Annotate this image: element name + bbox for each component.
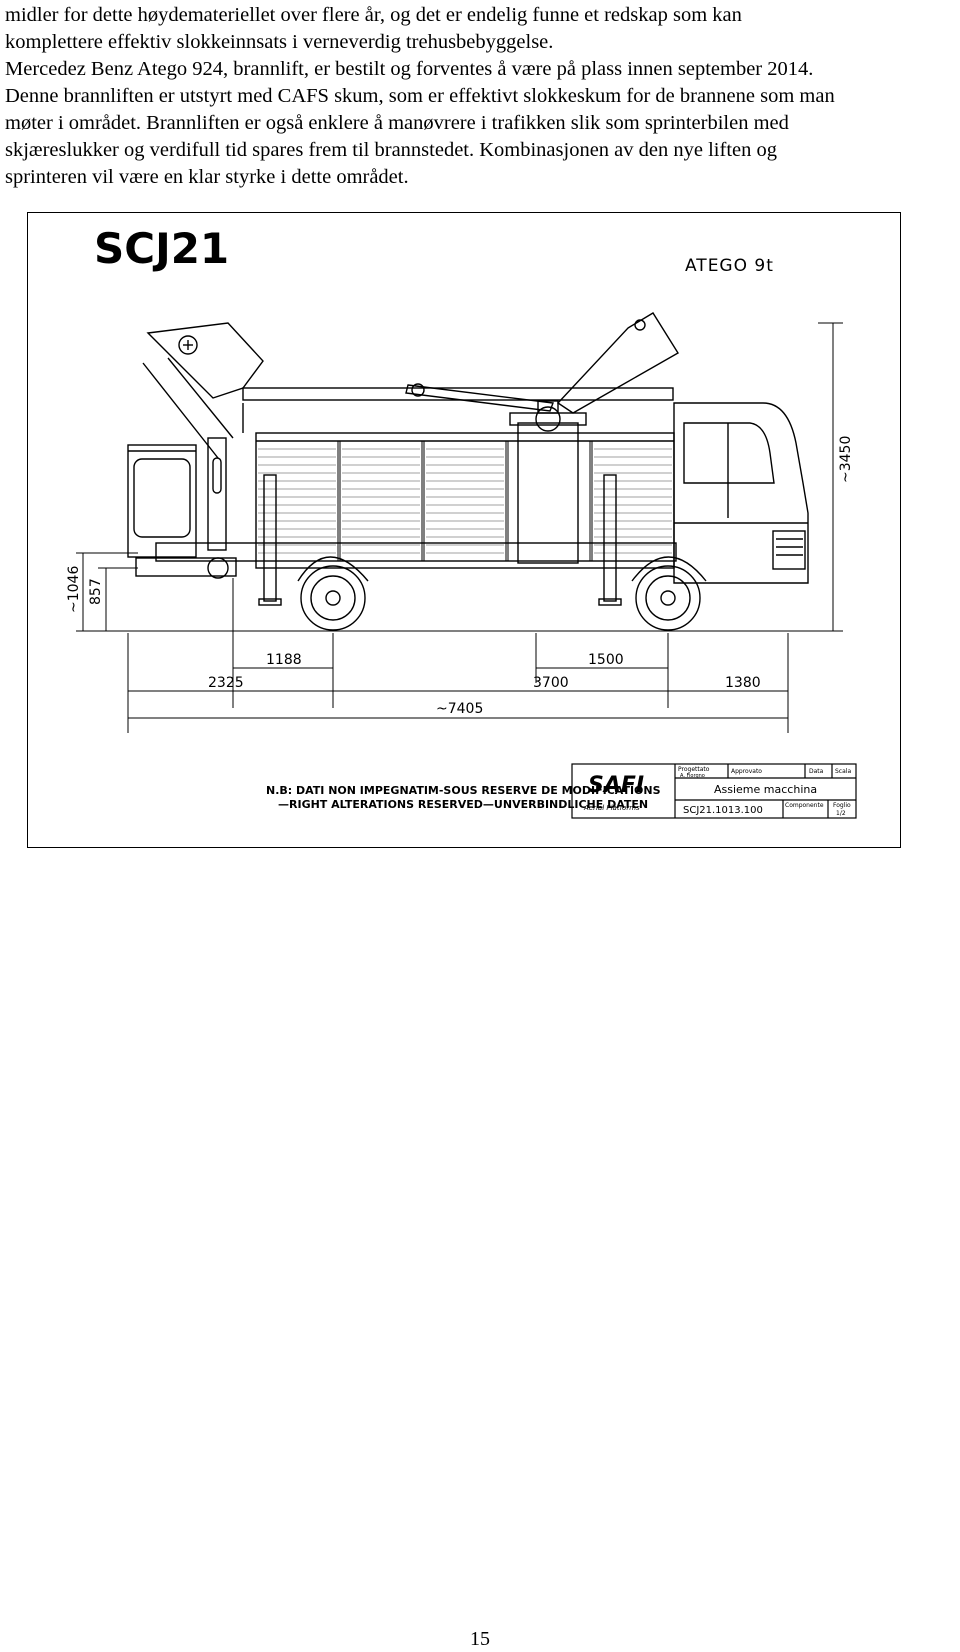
dim-rear-height-2: 857 bbox=[88, 578, 104, 605]
title-block bbox=[571, 763, 857, 819]
brand-logo: SAFI bbox=[588, 773, 644, 798]
dim-height-total: ~3450 bbox=[838, 436, 854, 483]
dim-1188: 1188 bbox=[266, 652, 302, 668]
approvato-label: Approvato bbox=[731, 768, 762, 775]
scala-label: Scala bbox=[835, 768, 851, 775]
progettato-label: Progettato bbox=[678, 766, 710, 773]
page-number: 15 bbox=[470, 1628, 490, 1650]
front-wheel-arch bbox=[631, 556, 707, 582]
body-text: midler for dette høydemateriellet over f… bbox=[5, 2, 955, 191]
componente-label: Componente bbox=[785, 802, 824, 809]
upper-boom-arm bbox=[556, 312, 679, 414]
truck-lift-drawing: SCJ21 ATEGO 9t bbox=[66, 224, 857, 819]
body-line-7: sprinteren vil være en klar styrke i det… bbox=[5, 166, 409, 188]
foglio-value: 1/2 bbox=[836, 810, 846, 817]
rear-lift-mast bbox=[207, 437, 227, 551]
dim-length-total: ~7405 bbox=[436, 701, 483, 717]
work-basket bbox=[127, 444, 197, 558]
drawing-title: Assieme macchina bbox=[714, 783, 817, 796]
dim-1380: 1380 bbox=[725, 675, 761, 691]
dim-2325: 2325 bbox=[208, 675, 244, 691]
body-line-1: midler for dette høydemateriellet over f… bbox=[5, 4, 742, 26]
note-line-1: N.B: DATI NON IMPEGNATIM-SOUS RESERVE DE… bbox=[266, 784, 661, 797]
brand-subtitle: Aerial Platforms bbox=[583, 804, 640, 812]
rear-wheel-arch bbox=[297, 556, 369, 582]
body-line-4: Denne brannliften er utstyrt med CAFS sk… bbox=[5, 85, 835, 107]
data-label: Data bbox=[809, 768, 824, 775]
turret-column bbox=[517, 422, 579, 564]
foglio-label: Foglio bbox=[833, 802, 851, 809]
chassis-label: ATEGO 9t bbox=[685, 256, 774, 276]
body-line-3: Mercedez Benz Atego 924, brannlift, er b… bbox=[5, 58, 814, 80]
lower-boom bbox=[242, 387, 674, 401]
technical-drawing: SCJ21 ATEGO 9t bbox=[27, 212, 901, 848]
progettato-value: A. Fiorgno bbox=[680, 773, 705, 779]
drawing-code: SCJ21.1013.100 bbox=[683, 805, 763, 816]
dim-3700: 3700 bbox=[533, 675, 569, 691]
body-line-6: skjæreslukker og verdifull tid spares fr… bbox=[5, 139, 777, 161]
dim-rear-height-1: ~1046 bbox=[66, 566, 82, 613]
front-wheel bbox=[635, 565, 701, 631]
rear-outrigger bbox=[263, 474, 277, 602]
note-line-2: —RIGHT ALTERATIONS RESERVED—UNVERBINDLIC… bbox=[278, 798, 648, 811]
front-outrigger bbox=[603, 474, 617, 602]
rear-boom-arm bbox=[146, 322, 264, 399]
body-line-2: komplettere effektiv slokkeinnsats i ver… bbox=[5, 31, 554, 53]
chassis-frame bbox=[155, 542, 677, 562]
rear-wheel bbox=[300, 565, 366, 631]
hydraulic-cylinder bbox=[405, 384, 554, 412]
model-title: SCJ21 bbox=[94, 224, 229, 273]
body-line-5: møter i området. Brannliften er også enk… bbox=[5, 112, 789, 134]
truck-cab bbox=[673, 402, 809, 584]
dim-1500: 1500 bbox=[588, 652, 624, 668]
truck-body bbox=[255, 432, 675, 569]
